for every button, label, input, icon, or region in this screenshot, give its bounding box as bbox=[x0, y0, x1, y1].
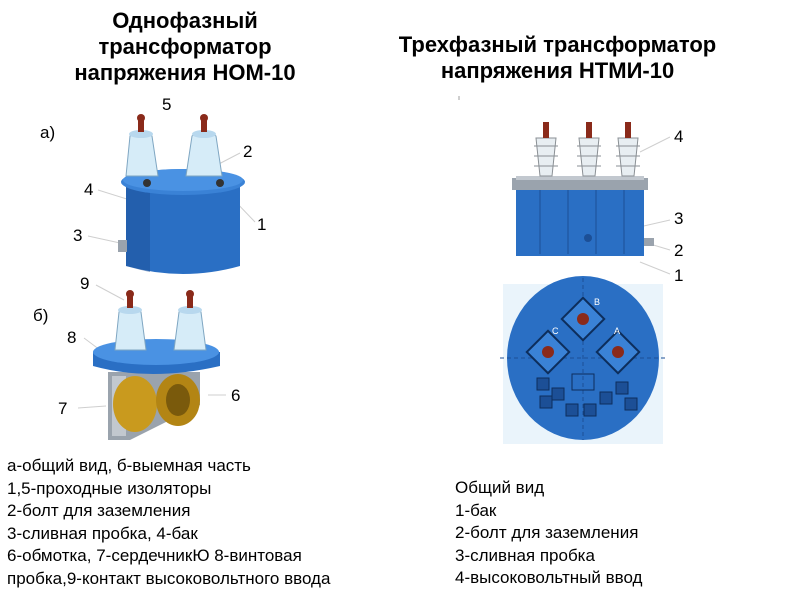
label-a: а) bbox=[40, 123, 56, 142]
right-caption: Общий вид 1-бак 2-болт для заземления 3-… bbox=[455, 477, 642, 590]
left-title-line-2: трансформатор bbox=[98, 34, 272, 59]
right-part-number-4: 4 bbox=[674, 127, 684, 146]
right-caption-line-3: 2-болт для заземления bbox=[455, 523, 639, 542]
part-number-5: 5 bbox=[162, 95, 172, 114]
right-title: Трехфазный трансформатор напряжения НТМИ… bbox=[345, 32, 770, 84]
right-caption-line-2: 1-бак bbox=[455, 500, 497, 520]
part-number-7: 7 bbox=[58, 399, 68, 418]
right-part-number-3: 3 bbox=[674, 209, 684, 228]
left-title-line-1: Однофазный bbox=[112, 8, 258, 33]
left-title-line-3: напряжения НОМ-10 bbox=[74, 60, 296, 85]
right-title-line-1: Трехфазный трансформатор bbox=[398, 32, 717, 57]
left-caption-line-1: а-общий вид, б-выемная часть bbox=[7, 456, 251, 475]
part-number-8: 8 bbox=[67, 328, 77, 347]
left-caption-line-6: пробка,9-контакт высоковольтного ввода bbox=[7, 568, 331, 588]
left-caption: а-общий вид, б-выемная часть 1,5-проходн… bbox=[7, 455, 330, 590]
phase-mark-c: С bbox=[552, 326, 559, 336]
left-title: Однофазный трансформатор напряжения НОМ-… bbox=[40, 8, 330, 86]
left-caption-line-2: 1,5-проходные изоляторы bbox=[7, 478, 212, 498]
right-part-number-2: 2 bbox=[674, 241, 684, 260]
part-number-4: 4 bbox=[84, 180, 94, 199]
part-number-2: 2 bbox=[243, 142, 253, 161]
right-caption-line-5: 4-высоковольтный ввод bbox=[455, 568, 643, 587]
part-number-6: 6 bbox=[231, 386, 241, 405]
part-number-1: 1 bbox=[257, 215, 267, 234]
phase-mark-b: В bbox=[594, 297, 601, 307]
right-title-line-2: напряжения НТМИ-10 bbox=[440, 58, 675, 83]
part-number-3: 3 bbox=[73, 226, 83, 245]
right-part-number-1: 1 bbox=[674, 266, 684, 285]
phase-mark-a: А bbox=[614, 326, 621, 336]
left-caption-line-3: 2-болт для заземления bbox=[7, 501, 191, 520]
right-caption-line-1: Общий вид bbox=[455, 478, 545, 497]
left-caption-line-4: 3-сливная пробка, 4-бак bbox=[7, 523, 198, 543]
right-caption-line-4: 3-сливная пробка bbox=[455, 545, 595, 565]
part-number-9: 9 bbox=[80, 274, 90, 293]
label-b: б) bbox=[33, 306, 49, 325]
left-caption-line-5: 6-обмотка, 7-сердечникЮ 8-винтовая bbox=[7, 546, 302, 565]
